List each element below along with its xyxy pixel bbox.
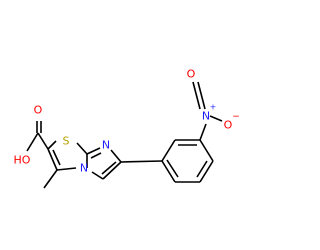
bond-ph-c6-c1	[161, 160, 176, 183]
bond-c6-phenyl	[120, 160, 163, 163]
bond-ph-nitro	[199, 123, 207, 141]
bond-c7a-n7-double	[90, 152, 102, 159]
atom-nitro-oxygen-charge: −	[232, 112, 240, 122]
bond-c3-methyl	[43, 169, 58, 189]
atom-hydroxyl-oxygen: HO	[14, 154, 31, 167]
bond-nitro-o-right	[209, 115, 223, 122]
bond-s1-c7a	[76, 142, 88, 155]
bond-ccooh-oh	[26, 132, 39, 152]
molecule-structure: S N N HO O N + O O −	[14, 68, 240, 189]
bond-ph-c6-c1-inner	[166, 159, 179, 178]
bond-c6-c5-double	[101, 161, 117, 175]
bond-s1-c2	[47, 140, 57, 150]
bond-c2-c3	[47, 148, 58, 171]
bond-ph-c4-c5	[199, 160, 214, 183]
bond-nitro-o-top-double	[197, 81, 206, 110]
atom-carbonyl-oxygen: O	[34, 104, 43, 117]
atom-nitro-nitrogen-charge: +	[210, 103, 217, 112]
structure-canvas: S N N HO O N + O O −	[14, 68, 240, 189]
bond-c5-n4	[91, 171, 104, 180]
atom-sulfur: S	[63, 135, 70, 148]
atom-nitro-nitrogen: N	[202, 110, 210, 123]
bond-n7-c6	[110, 149, 122, 163]
atom-nitro-oxygen-top: O	[187, 68, 196, 81]
atom-nitro-oxygen-right: O	[224, 119, 233, 132]
bond-c3-n4	[56, 167, 77, 171]
bond-c7a-n7	[86, 147, 101, 155]
bond-ph-c1-c2	[161, 139, 176, 162]
bond-nitro-o-top	[192, 81, 201, 110]
atom-nitrogen-ring: N	[102, 139, 110, 152]
bond-c2-ccooh	[37, 132, 49, 150]
bond-ph-c3-c4	[199, 139, 214, 162]
bond-ph-c4-c5-inner	[196, 160, 208, 178]
bond-c6-c5	[102, 161, 122, 180]
atom-nitrogen-bridge: N	[80, 162, 88, 175]
bond-c2-c3-double	[52, 149, 61, 166]
